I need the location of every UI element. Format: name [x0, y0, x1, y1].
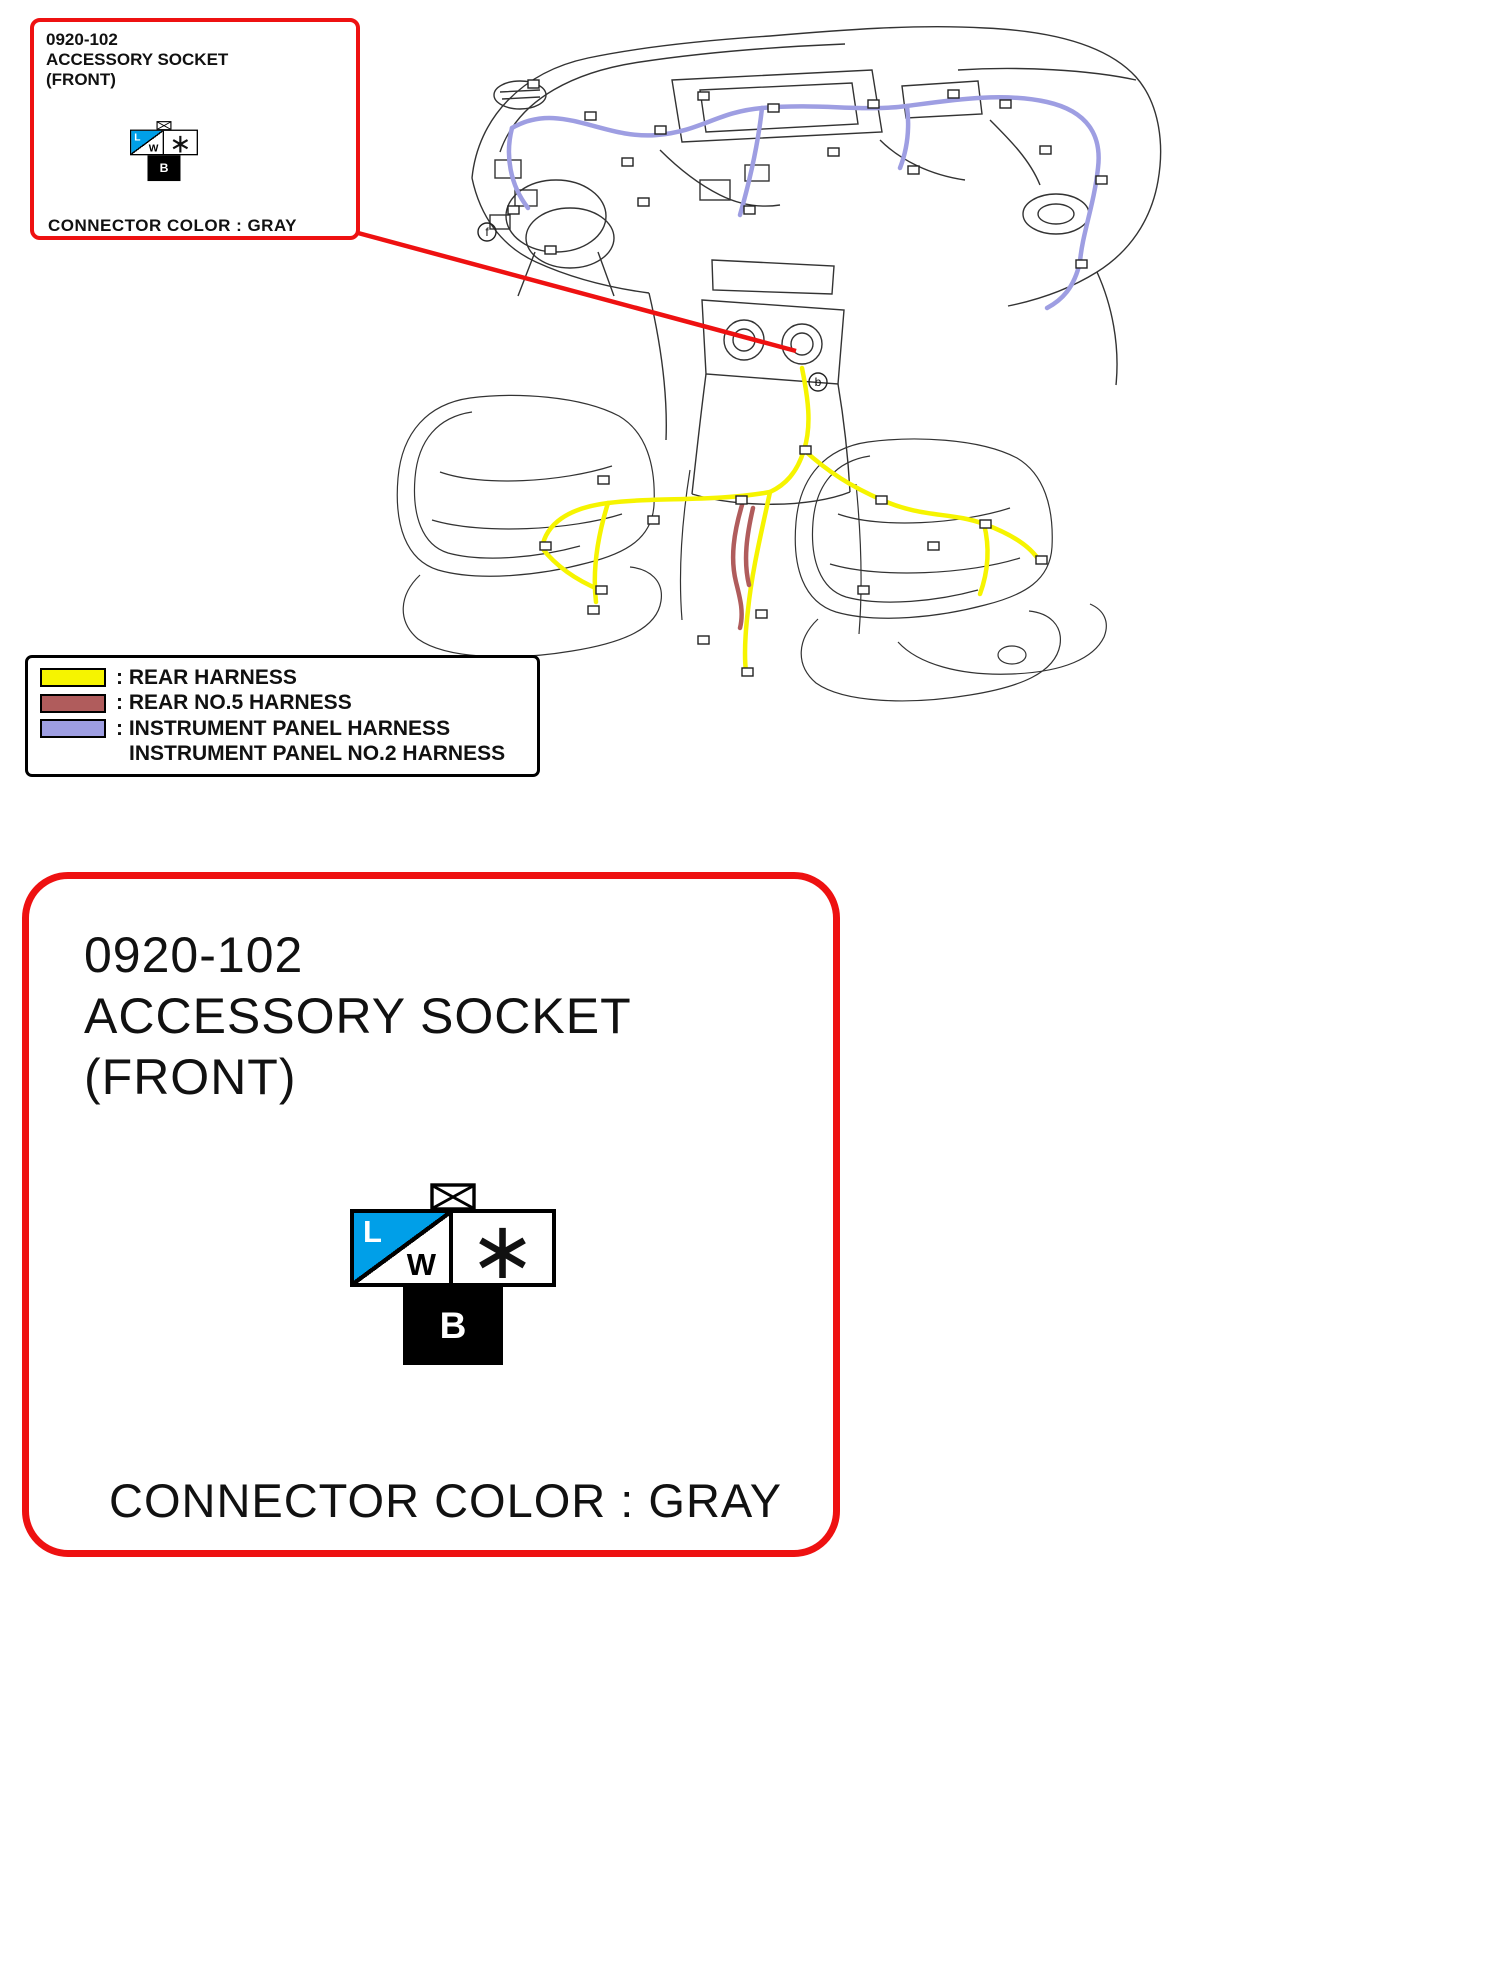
connector-color-note: CONNECTOR COLOR : GRAY	[109, 1474, 783, 1527]
legend-item: : REAR NO.5 HARNESS	[40, 691, 525, 715]
legend-label-rear-harness: : REAR HARNESS	[116, 665, 297, 689]
callout-small-code: 0920-102	[46, 30, 118, 49]
callout-small-subtitle: (FRONT)	[46, 70, 116, 89]
callout-small: 0920-102 ACCESSORY SOCKET (FRONT) L W ∗	[30, 18, 360, 240]
pin-cell-lw: L W	[131, 130, 164, 154]
callout-large: 0920-102 ACCESSORY SOCKET (FRONT) L W ∗	[22, 872, 840, 1557]
connector-pin-row: L W ∗	[350, 1206, 556, 1295]
pin-cell-b: B	[403, 1287, 503, 1365]
pin-cell-b: B	[147, 155, 181, 182]
pin-label-l: L	[363, 1214, 382, 1249]
callout-leader-line	[357, 230, 797, 354]
callout-small-heading: 0920-102 ACCESSORY SOCKET (FRONT)	[46, 30, 228, 90]
legend-label-rear-no5-harness: : REAR NO.5 HARNESS	[116, 691, 352, 715]
callout-large-title: ACCESSORY SOCKET	[84, 988, 632, 1044]
pin-label-w: W	[148, 142, 159, 154]
pin-cell-asterisk: ∗	[468, 1206, 537, 1295]
pin-label-w: W	[406, 1247, 436, 1282]
rear-harness	[539, 365, 1043, 675]
legend-swatch-rear-harness	[40, 668, 106, 688]
legend-label-instrument-panel-harness: : INSTRUMENT PANEL HARNESS	[116, 716, 451, 740]
harness-legend: : REAR HARNESS : REAR NO.5 HARNESS : INS…	[25, 655, 540, 777]
pin-cell-asterisk: ∗	[169, 128, 192, 158]
connector-color-note: CONNECTOR COLOR : GRAY	[48, 216, 298, 235]
crossed-box-icon	[430, 1183, 476, 1211]
connector-markers	[507, 79, 1108, 677]
legend-swatch-instrument-panel-harness	[40, 719, 106, 739]
legend-swatch-rear-no5-harness	[40, 693, 106, 713]
marker-b-circle	[808, 372, 828, 392]
legend-item: INSTRUMENT PANEL NO.2 HARNESS	[40, 742, 525, 766]
seat-line-art	[396, 394, 1107, 702]
marker-b: b	[815, 375, 822, 389]
rear-no5-harness	[730, 502, 756, 631]
pin-label-b: B	[159, 161, 169, 175]
connector-diagram-small: L W ∗ B	[130, 121, 200, 183]
pin-label-b: B	[439, 1305, 467, 1346]
callout-large-subtitle: (FRONT)	[84, 1049, 297, 1105]
instrument-panel-harness	[506, 95, 1101, 311]
legend-item: : INSTRUMENT PANEL HARNESS	[40, 717, 525, 741]
pin-label-l: L	[134, 131, 141, 143]
crossed-box-icon	[156, 121, 172, 131]
pin-cell-lw: L W	[354, 1213, 453, 1283]
legend-item: : REAR HARNESS	[40, 666, 525, 690]
legend-label-instrument-panel-no2-harness: INSTRUMENT PANEL NO.2 HARNESS	[129, 742, 506, 766]
marker-f: f	[485, 225, 489, 239]
marker-f-circle	[477, 222, 497, 242]
connector-diagram-large: L W ∗ B	[350, 1183, 556, 1365]
callout-large-code: 0920-102	[84, 927, 304, 983]
callout-large-heading: 0920-102 ACCESSORY SOCKET (FRONT)	[84, 925, 632, 1108]
connector-pin-row: L W ∗	[130, 128, 198, 158]
callout-small-title: ACCESSORY SOCKET	[46, 50, 229, 69]
dashboard-line-art	[471, 26, 1162, 505]
